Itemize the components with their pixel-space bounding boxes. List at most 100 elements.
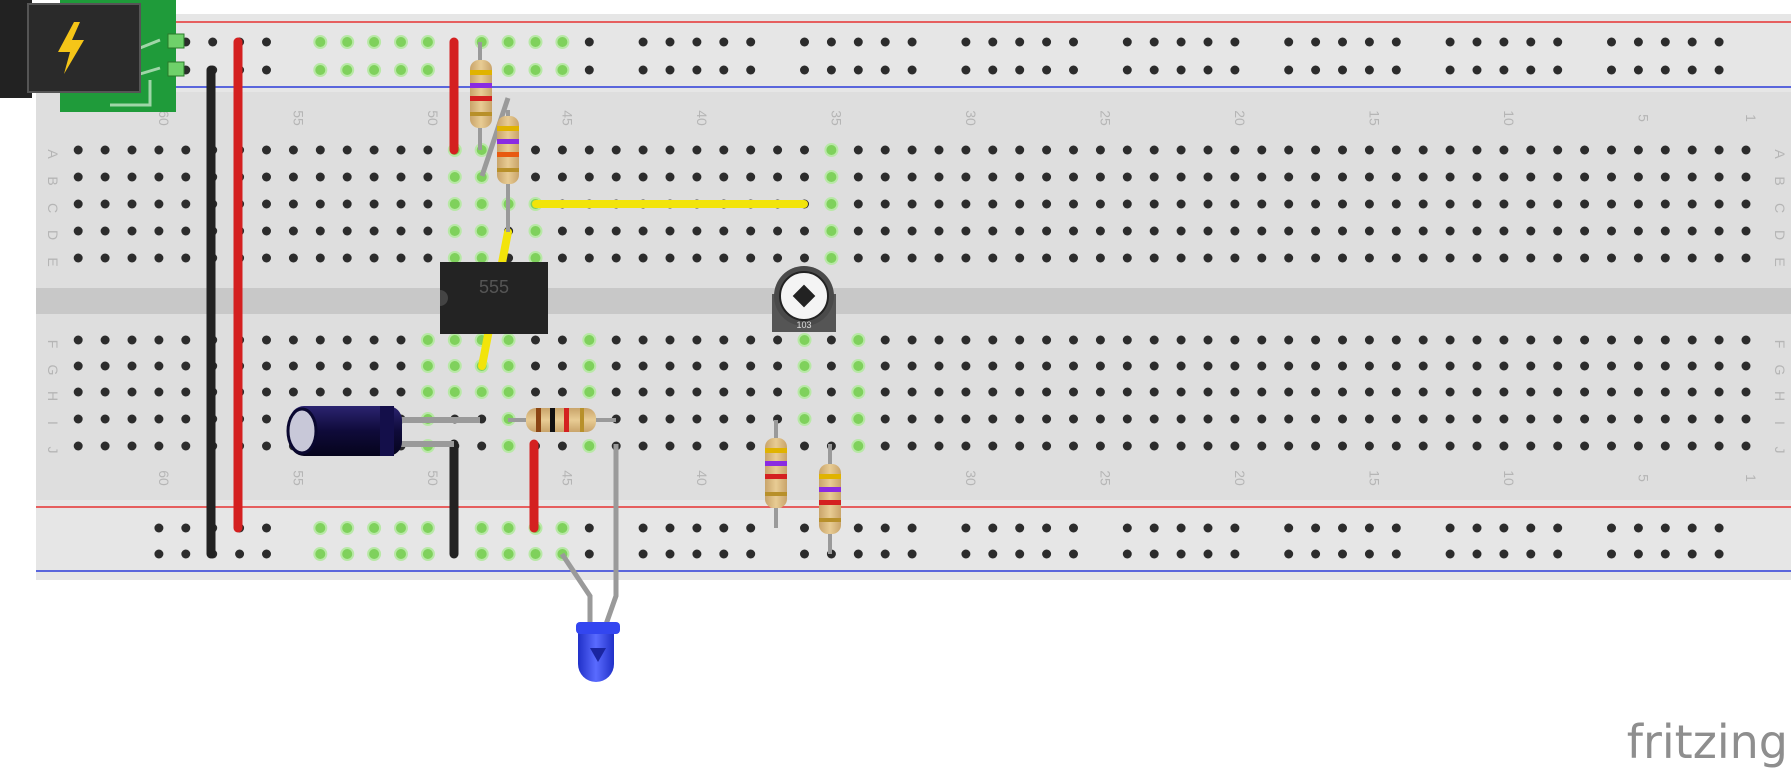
breadboard-hole[interactable]: [423, 172, 433, 182]
breadboard-hole[interactable]: [797, 385, 812, 399]
breadboard-hole[interactable]: [501, 333, 516, 347]
breadboard-hole[interactable]: [1472, 523, 1482, 533]
breadboard-hole[interactable]: [584, 172, 594, 182]
breadboard-hole[interactable]: [746, 172, 756, 182]
breadboard-hole[interactable]: [1526, 253, 1536, 263]
breadboard-hole[interactable]: [420, 547, 435, 561]
breadboard-hole[interactable]: [154, 549, 164, 559]
breadboard-hole[interactable]: [501, 385, 516, 399]
breadboard-hole[interactable]: [1176, 549, 1186, 559]
breadboard-hole[interactable]: [665, 549, 675, 559]
breadboard-hole[interactable]: [1391, 37, 1401, 47]
breadboard-hole[interactable]: [1095, 361, 1105, 371]
breadboard-hole[interactable]: [1284, 335, 1294, 345]
breadboard-hole[interactable]: [1338, 335, 1347, 345]
breadboard-hole[interactable]: [447, 333, 462, 347]
breadboard-hole[interactable]: [1149, 441, 1159, 451]
breadboard-hole[interactable]: [692, 65, 702, 75]
breadboard-hole[interactable]: [611, 335, 621, 345]
breadboard-hole[interactable]: [127, 253, 137, 263]
breadboard-hole[interactable]: [557, 172, 567, 182]
breadboard-hole[interactable]: [638, 37, 648, 47]
breadboard-hole[interactable]: [746, 37, 756, 47]
breadboard-hole[interactable]: [342, 199, 352, 209]
breadboard-hole[interactable]: [746, 523, 756, 533]
breadboard-hole[interactable]: [1203, 253, 1213, 263]
breadboard-hole[interactable]: [1391, 549, 1401, 559]
breadboard-hole[interactable]: [665, 65, 675, 75]
breadboard-hole[interactable]: [73, 199, 83, 209]
breadboard-hole[interactable]: [1311, 172, 1321, 182]
breadboard-hole[interactable]: [1714, 253, 1724, 263]
breadboard-hole[interactable]: [1553, 253, 1563, 263]
breadboard-hole[interactable]: [1418, 172, 1428, 182]
breadboard-hole[interactable]: [880, 253, 890, 263]
breadboard-hole[interactable]: [851, 385, 866, 399]
breadboard-hole[interactable]: [1230, 361, 1240, 371]
breadboard-hole[interactable]: [288, 387, 298, 397]
breadboard-hole[interactable]: [1042, 361, 1052, 371]
breadboard-hole[interactable]: [1149, 145, 1159, 155]
breadboard-hole[interactable]: [127, 199, 137, 209]
breadboard-hole[interactable]: [477, 441, 487, 451]
breadboard-hole[interactable]: [1069, 226, 1078, 236]
breadboard-hole[interactable]: [851, 333, 866, 347]
breadboard-hole[interactable]: [1257, 335, 1267, 345]
breadboard-hole[interactable]: [1015, 414, 1025, 424]
breadboard-hole[interactable]: [907, 145, 917, 155]
breadboard-hole[interactable]: [1095, 441, 1105, 451]
breadboard-hole[interactable]: [851, 359, 866, 373]
breadboard-hole[interactable]: [665, 387, 675, 397]
breadboard-hole[interactable]: [1445, 414, 1455, 424]
breadboard-hole[interactable]: [154, 253, 164, 263]
breadboard-hole[interactable]: [1203, 65, 1213, 75]
breadboard-hole[interactable]: [1364, 65, 1374, 75]
breadboard-hole[interactable]: [746, 253, 756, 263]
breadboard-hole[interactable]: [1203, 172, 1213, 182]
breadboard-hole[interactable]: [1176, 523, 1186, 533]
breadboard-hole[interactable]: [1176, 226, 1186, 236]
breadboard-hole[interactable]: [528, 63, 543, 77]
breadboard-hole[interactable]: [746, 226, 756, 236]
breadboard-hole[interactable]: [100, 335, 110, 345]
breadboard-hole[interactable]: [367, 63, 382, 77]
breadboard-hole[interactable]: [1741, 441, 1751, 451]
breadboard-hole[interactable]: [420, 359, 435, 373]
breadboard-hole[interactable]: [501, 547, 516, 561]
breadboard-hole[interactable]: [1553, 226, 1563, 236]
breadboard-hole[interactable]: [611, 226, 621, 236]
breadboard-hole[interactable]: [907, 172, 917, 182]
breadboard-hole[interactable]: [961, 549, 971, 559]
breadboard-hole[interactable]: [988, 361, 998, 371]
breadboard-hole[interactable]: [961, 253, 971, 263]
breadboard-hole[interactable]: [665, 253, 675, 263]
breadboard-hole[interactable]: [880, 226, 890, 236]
breadboard-hole[interactable]: [1526, 172, 1536, 182]
breadboard-hole[interactable]: [1069, 361, 1078, 371]
breadboard-hole[interactable]: [1203, 523, 1213, 533]
breadboard-hole[interactable]: [474, 521, 489, 535]
breadboard-hole[interactable]: [127, 414, 137, 424]
breadboard-hole[interactable]: [1257, 226, 1267, 236]
breadboard-hole[interactable]: [880, 172, 890, 182]
breadboard-hole[interactable]: [880, 549, 890, 559]
breadboard-hole[interactable]: [665, 226, 675, 236]
breadboard-hole[interactable]: [1418, 253, 1428, 263]
breadboard-hole[interactable]: [1607, 253, 1616, 263]
breadboard-hole[interactable]: [1015, 441, 1025, 451]
breadboard-hole[interactable]: [988, 414, 998, 424]
breadboard-hole[interactable]: [369, 335, 379, 345]
breadboard-hole[interactable]: [1741, 145, 1751, 155]
breadboard-hole[interactable]: [1526, 414, 1536, 424]
breadboard-hole[interactable]: [1203, 361, 1213, 371]
breadboard-hole[interactable]: [584, 253, 594, 263]
breadboard-hole[interactable]: [1687, 253, 1697, 263]
breadboard-hole[interactable]: [1284, 441, 1294, 451]
breadboard-hole[interactable]: [1122, 523, 1132, 533]
breadboard-hole[interactable]: [1122, 226, 1132, 236]
breadboard-hole[interactable]: [1149, 226, 1159, 236]
breadboard-hole[interactable]: [1472, 199, 1482, 209]
breadboard-hole[interactable]: [313, 547, 328, 561]
breadboard-hole[interactable]: [208, 37, 218, 47]
breadboard-hole[interactable]: [1633, 65, 1643, 75]
